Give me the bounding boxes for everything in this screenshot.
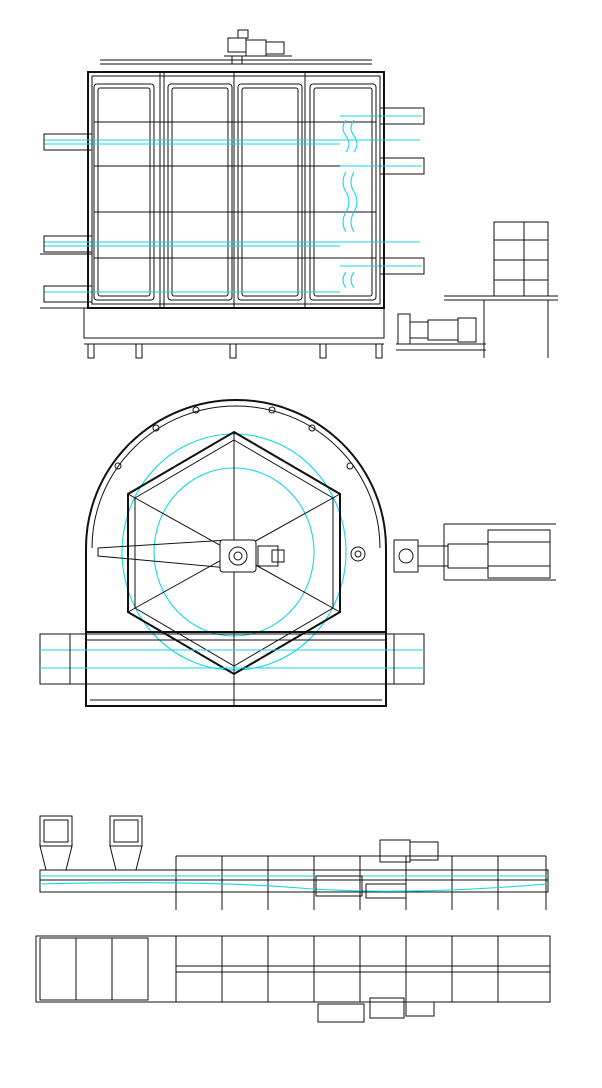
right-feed-arms xyxy=(379,107,425,275)
plan-bays xyxy=(175,936,550,1002)
line-side-elevation xyxy=(39,815,549,910)
belt-path-front xyxy=(44,115,422,293)
top-drive-motor xyxy=(224,29,292,65)
left-feed-arms xyxy=(40,133,93,309)
front-elevation-view xyxy=(40,29,558,359)
side-bays xyxy=(175,855,547,910)
plan-view xyxy=(39,399,556,707)
side-drive-column xyxy=(315,839,439,899)
pump-motor-skid xyxy=(396,313,486,351)
plan-hoppers xyxy=(39,937,149,1001)
plan-drive-unit xyxy=(393,523,556,581)
housing-frame xyxy=(87,71,385,309)
drive-arm xyxy=(97,539,285,573)
dome-outline xyxy=(85,399,387,549)
tier-lines xyxy=(94,121,376,259)
plan-conveyor xyxy=(39,633,425,685)
base-feet xyxy=(87,343,383,359)
control-cabinet xyxy=(444,221,558,358)
base-frame xyxy=(83,307,385,339)
plan-base xyxy=(85,631,387,707)
line-plan-view xyxy=(35,935,551,1023)
plan-drive-skid xyxy=(317,997,435,1023)
side-frame xyxy=(39,869,549,893)
door-panels xyxy=(93,83,377,301)
hoppers-side xyxy=(39,815,143,871)
line-plan-frame xyxy=(35,935,551,1003)
rim-bolts xyxy=(114,406,366,562)
